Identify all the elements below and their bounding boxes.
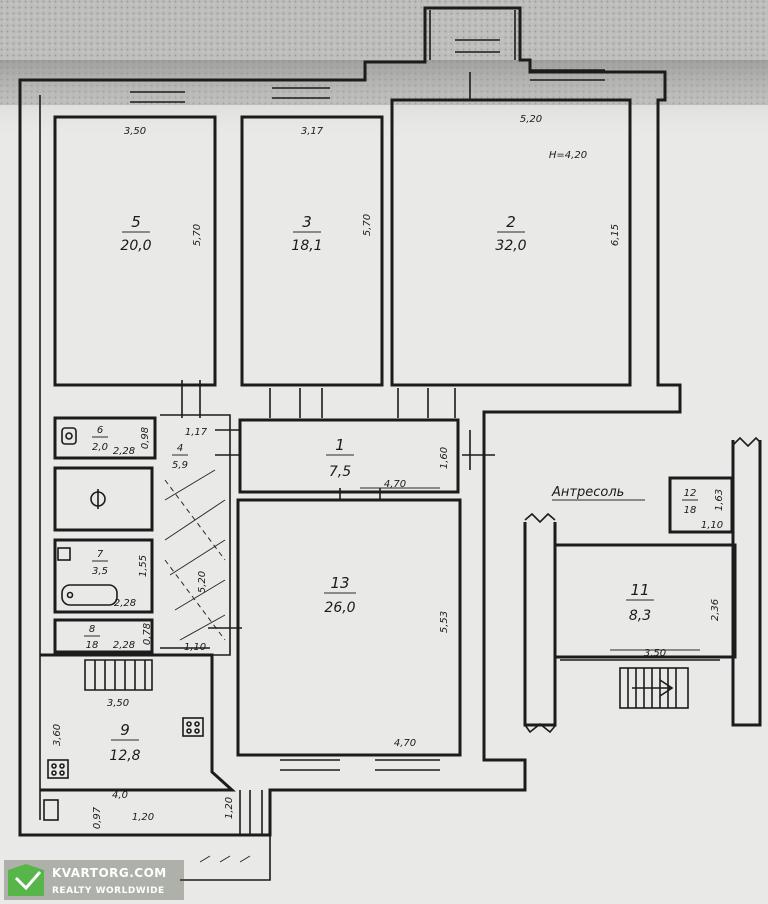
dimension-labels: 3,50 5,70 3,17 5,70 5,20 H=4,20 6,15 4,7… [52, 114, 725, 829]
room-2-number: 2 [506, 213, 516, 231]
room-5-outline [53, 115, 217, 387]
room-4-number: 4 [177, 443, 183, 454]
dim-r5-width: 3,50 [124, 126, 146, 137]
mezzanine-walls [523, 436, 762, 734]
dim-r9-width: 3,50 [107, 698, 129, 709]
dim-r5-height: 5,70 [192, 224, 203, 246]
room-11-outline [553, 543, 737, 659]
door-marks [160, 380, 495, 649]
room-4-area: 5,9 [172, 460, 188, 471]
room-5-number: 5 [131, 213, 141, 231]
dim-r4-bottom: 1,10 [184, 642, 206, 653]
room-4-hatching [164, 469, 226, 641]
room-8-area: 18 [86, 640, 99, 651]
room-2-outline [390, 98, 632, 387]
dim-r6-b: 2,28 [113, 446, 135, 457]
room-1-area: 7,5 [329, 464, 351, 480]
room-9-outline [40, 653, 236, 792]
dim-r11-height: 2,36 [710, 599, 721, 621]
dim-r9-small: 0,97 [92, 806, 103, 829]
dim-r1-door: 1,17 [185, 427, 208, 438]
bathtub-drain-icon [66, 591, 74, 599]
toilet-icon [61, 427, 77, 445]
dim-r9-bottom: 1,20 [132, 812, 154, 823]
dim-r7-b: 2,28 [114, 598, 136, 609]
bathtub-icon [61, 584, 118, 606]
room-2-area: 32,0 [495, 238, 526, 254]
dim-r1-height: 1,60 [439, 447, 450, 469]
room-7-outline [53, 538, 154, 614]
room-12-number: 12 [684, 488, 697, 499]
bottom-edge [180, 834, 271, 881]
room-8-outline [53, 618, 154, 654]
room-6-area: 2,0 [92, 442, 108, 453]
room-7-area: 3,5 [92, 566, 108, 577]
watermark-title: KVARTORG.COM [52, 866, 167, 880]
room-13-area: 26,0 [324, 600, 355, 616]
windows [239, 659, 720, 835]
outer-walls [18, 6, 682, 837]
dim-r8-a: 0,78 [142, 623, 153, 645]
kitchen-sink-icon [43, 799, 59, 821]
room-labels: 5 20,0 3 18,1 2 32,0 1 7,5 13 26,0 11 8,… [84, 213, 698, 764]
dim-r1-width: 4,70 [384, 479, 406, 490]
room-wc-outline [53, 466, 154, 532]
dim-r2-height: 6,15 [610, 224, 621, 246]
dim-entry-width: 1,20 [224, 797, 235, 819]
dim-r6-a: 0,98 [140, 427, 151, 449]
mezzanine-label: Антресоль [551, 485, 624, 500]
dim-r13-width: 4,70 [394, 738, 416, 749]
stairs-11 [619, 667, 689, 709]
room-3-area: 18,1 [291, 238, 322, 254]
room-3-outline [240, 115, 384, 387]
dim-r3-height: 5,70 [362, 214, 373, 236]
dim-r9-diag: 4,0 [112, 790, 128, 801]
room-11-area: 8,3 [629, 608, 651, 624]
room-9-number: 9 [120, 721, 130, 739]
dim-r12-height: 1,63 [714, 489, 725, 511]
stairs-9 [84, 659, 153, 691]
stove-icon-1 [182, 717, 204, 737]
dim-r7-a: 1,55 [138, 555, 149, 577]
dim-r2-width: 5,20 [520, 114, 542, 125]
room-4-outline [160, 414, 231, 656]
dim-r2-ceiling: H=4,20 [549, 150, 587, 161]
dim-r9-height: 3,60 [52, 724, 63, 746]
dim-r13-height: 5,53 [439, 611, 450, 633]
sink-icon [57, 547, 71, 561]
room-1-outline [238, 418, 460, 494]
room-6-number: 6 [97, 425, 103, 436]
room-3-number: 3 [302, 213, 312, 231]
room-8-number: 8 [89, 624, 95, 635]
fixtures [43, 427, 204, 821]
watermark-subtitle: REALTY WORLDWIDE [52, 886, 165, 896]
room-11-number: 11 [630, 581, 649, 599]
dim-r8-b: 2,28 [113, 640, 135, 651]
dimension-lines [360, 487, 700, 651]
toilet-bowl-icon [65, 432, 73, 440]
dim-r3-width: 3,17 [301, 126, 324, 137]
room-9-area: 12,8 [109, 748, 140, 764]
dim-r12-width: 1,10 [701, 520, 723, 531]
scan-noise-band [0, 0, 768, 140]
room-7-number: 7 [97, 549, 104, 560]
stove-icon-2 [47, 759, 69, 779]
room-12-area: 18 [684, 505, 697, 516]
room-13-outline [236, 498, 462, 757]
watermark: KVARTORG.COM REALTY WORLDWIDE [4, 860, 184, 900]
room-13-number: 13 [330, 574, 349, 592]
room-1-number: 1 [335, 436, 345, 454]
room-5-area: 20,0 [120, 238, 151, 254]
room-6-outline [53, 416, 157, 460]
dim-r4-height: 5,20 [197, 571, 208, 593]
watermark-logo-icon [8, 864, 44, 896]
dim-r11-width: 3,50 [644, 648, 666, 659]
